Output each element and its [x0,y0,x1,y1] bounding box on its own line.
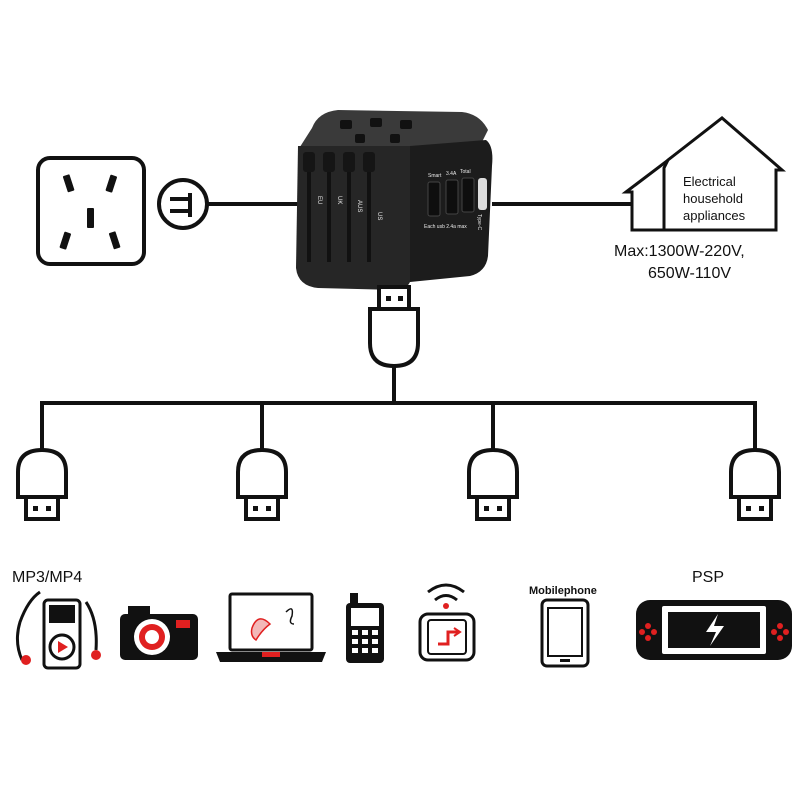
usb-plug-icon-3 [467,447,519,521]
port-label-3-4a: 3.4A [446,171,457,177]
port-note: Each usb 2.4a max [424,224,467,230]
slider-label-us: US [376,212,382,220]
usb-plug-icon-4 [729,447,781,521]
psp-label: PSP [692,569,724,586]
appliances-line2: household [683,191,743,206]
mp3-label: MP3/MP4 [12,569,82,586]
appliances-line1: Electrical [683,174,736,189]
camera-icon [120,606,198,660]
usb-plug-icon [368,285,420,369]
usb-plug-icon-1 [16,447,68,521]
port-label-total: Total [460,169,471,175]
typec-label: Type-C [476,214,482,231]
voltage-sliders: EU UK AUS US [303,152,382,262]
port-label-smart: Smart [428,173,442,179]
phone-icon [346,593,384,663]
slider-label-eu: EU [316,196,322,204]
slider-label-aus: AUS [356,200,362,212]
laptop-icon [216,592,326,662]
appliances-line3: appliances [683,208,746,223]
travel-adapter: EU UK AUS US Smart 3.4A Total Each usb 2… [296,110,493,290]
power-line2: 650W-110V [648,265,731,282]
wifi-device-icon [418,583,476,662]
mp3-player-icon [15,590,101,670]
usb-ports: Smart 3.4A Total Each usb 2.4a max Type-… [424,169,487,231]
plug-icon [157,178,209,230]
house-icon: Electrical household appliances [621,116,787,232]
mobile-label: Mobilephone [529,585,597,597]
power-line1: Max:1300W-220V, [614,243,745,260]
usb-plug-icon-2 [236,447,288,521]
slider-label-uk: UK [336,196,342,204]
wall-socket-icon [36,156,146,266]
mobilephone-icon [540,598,590,668]
psp-icon [636,600,792,660]
